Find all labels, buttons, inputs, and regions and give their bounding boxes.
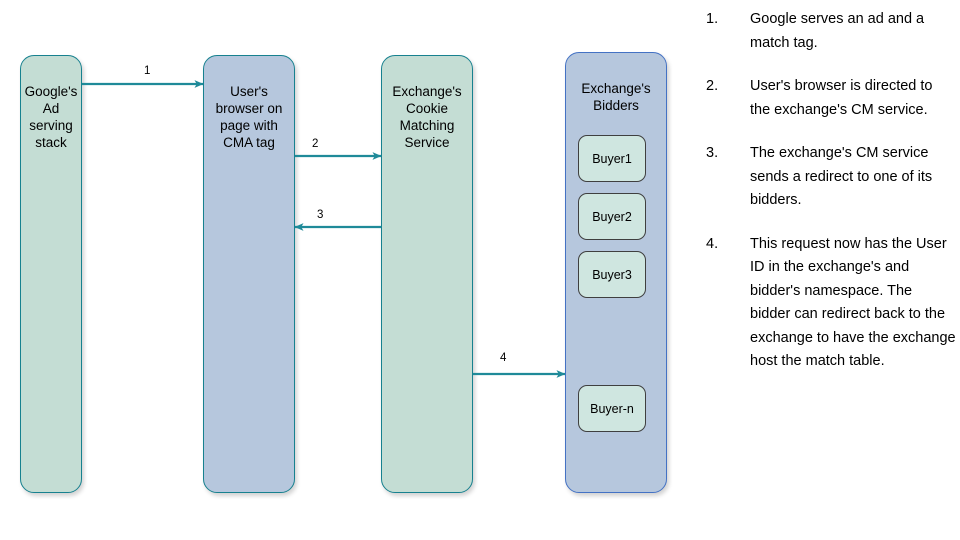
arrow-1-label: 1 xyxy=(144,65,151,77)
buyer-box-n[interactable]: Buyer-n xyxy=(578,385,646,432)
arrow-2-label: 2 xyxy=(312,138,319,150)
note-item-3: 3. The exchange's CM service sends a red… xyxy=(706,142,956,213)
note-text: User's browser is directed to the exchan… xyxy=(750,78,933,118)
note-item-4: 4. This request now has the User ID in t… xyxy=(706,233,956,374)
node-exchange-cookie-matching-service[interactable]: Exchange's Cookie Matching Service xyxy=(381,55,473,493)
notes-list: 1. Google serves an ad and a match tag. … xyxy=(706,8,956,394)
note-text: Google serves an ad and a match tag. xyxy=(750,11,925,51)
note-number: 1. xyxy=(706,11,719,27)
note-number: 4. xyxy=(706,235,719,252)
note-text: This request now has the User ID in the … xyxy=(750,235,956,370)
node-label: Exchange's Bidders xyxy=(581,81,651,113)
node-label: Google's Ad serving stack xyxy=(24,84,78,150)
buyer-box-3[interactable]: Buyer3 xyxy=(578,251,646,298)
node-users-browser[interactable]: User's browser on page with CMA tag xyxy=(203,55,295,493)
node-label: Exchange's Cookie Matching Service xyxy=(392,84,462,150)
buyer-label: Buyer3 xyxy=(592,268,632,282)
note-item-2: 2. User's browser is directed to the exc… xyxy=(706,75,956,122)
arrow-4-label: 4 xyxy=(500,352,507,364)
buyer-label: Buyer1 xyxy=(592,152,632,166)
note-item-1: 1. Google serves an ad and a match tag. xyxy=(706,8,956,55)
note-number: 2. xyxy=(706,78,719,94)
arrow-3-label: 3 xyxy=(317,209,324,221)
buyer-label: Buyer-n xyxy=(590,402,634,416)
buyer-box-1[interactable]: Buyer1 xyxy=(578,135,646,182)
buyer-box-2[interactable]: Buyer2 xyxy=(578,193,646,240)
buyer-label: Buyer2 xyxy=(592,210,632,224)
note-text: The exchange's CM service sends a redire… xyxy=(750,145,933,208)
node-google-ad-serving-stack[interactable]: Google's Ad serving stack xyxy=(20,55,82,493)
node-label: User's browser on page with CMA tag xyxy=(215,84,283,150)
note-number: 3. xyxy=(706,145,719,161)
